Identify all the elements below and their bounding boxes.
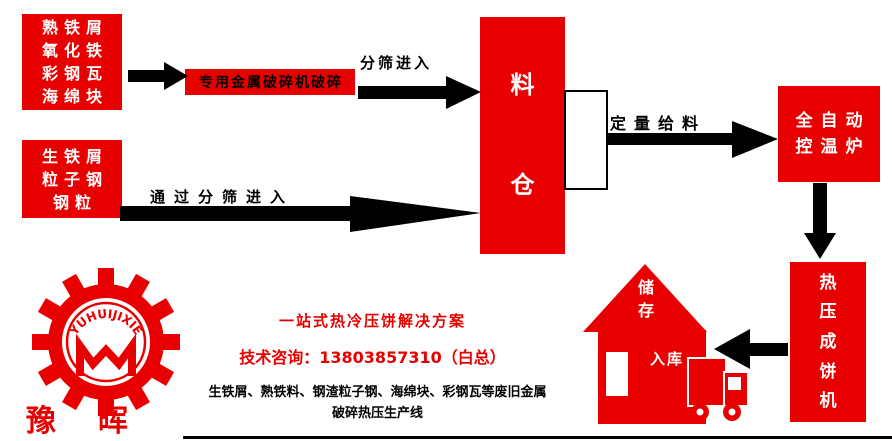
material-line: 氧化铁: [41, 41, 108, 60]
truck-cargo-icon: [687, 357, 727, 407]
silo-char-top: 料: [510, 71, 535, 99]
arrow-furnace-to-press: [804, 183, 836, 259]
furnace-line: 控温炉: [795, 137, 871, 157]
crusher-label: 专用金属破碎机破碎: [199, 75, 343, 91]
material-line: 生铁屑: [41, 146, 108, 166]
storage-label: 储 存: [629, 276, 663, 322]
input-materials-box-1: 熟铁屑 氧化铁 彩钢瓦 海绵块: [22, 14, 122, 110]
arrow-silo-to-furnace: [608, 121, 778, 158]
yuhui-logo: YUHUIJIXIE: [32, 268, 180, 416]
warehouse-label: 入库: [650, 350, 685, 368]
arrow-input1-to-crusher: [128, 62, 188, 90]
silo-char-bottom: 仓: [510, 171, 535, 199]
silo-box: 料 仓: [480, 17, 565, 254]
material-line: 彩钢瓦: [41, 64, 108, 83]
arrow-input2-to-silo: [120, 196, 481, 232]
house-door-icon: [606, 352, 628, 396]
description-line-1: 生铁屑、熟铁料、钢渣粒子钢、海绵块、彩钢瓦等废旧金属: [208, 385, 547, 400]
slogan-text: 一站式热冷压饼解决方案: [278, 312, 466, 330]
house-roof-icon: [583, 264, 707, 332]
silo-discharge-box: [564, 90, 608, 190]
storage-char: 存: [637, 301, 654, 320]
crusher-box: 专用金属破碎机破碎: [185, 69, 355, 95]
press-char: 成: [819, 331, 837, 352]
quantitative-feed-label: 定量给料: [610, 114, 707, 133]
press-char: 机: [819, 391, 837, 412]
input-materials-box-2: 生铁屑 粒子钢 钢粒: [22, 140, 122, 218]
material-line: 粒子钢: [41, 169, 108, 189]
material-line: 钢粒: [52, 192, 97, 212]
hot-press-box: 热 压 成 饼 机: [790, 262, 866, 422]
press-char: 饼: [819, 361, 837, 382]
description-line-2: 破碎热压生产线: [331, 406, 423, 421]
furnace-line: 全自动: [795, 111, 871, 131]
logo-text-cn: 豫晖: [26, 404, 170, 439]
material-line: 海绵块: [41, 87, 108, 106]
storage-char: 储: [637, 278, 654, 297]
arrow-press-to-storage: [714, 329, 788, 369]
through-sieve-label: 通过分筛进入: [150, 188, 295, 206]
bottom-divider: [183, 436, 892, 439]
storage-graphic: [583, 264, 749, 424]
furnace-box: 全自动 控温炉: [778, 86, 880, 182]
gear-ring-icon: [65, 301, 147, 383]
arrow-crusher-to-silo: [358, 76, 481, 109]
material-line: 熟铁屑: [41, 18, 108, 37]
truck-window-icon: [728, 377, 741, 390]
sieve-entry-label: 分筛进入: [360, 54, 433, 72]
logo-monogram-icon: [76, 333, 136, 376]
press-char: 压: [819, 302, 837, 323]
contact-text: 技术咨询：13803857310（白总）: [239, 348, 506, 367]
press-char: 热: [819, 272, 837, 293]
